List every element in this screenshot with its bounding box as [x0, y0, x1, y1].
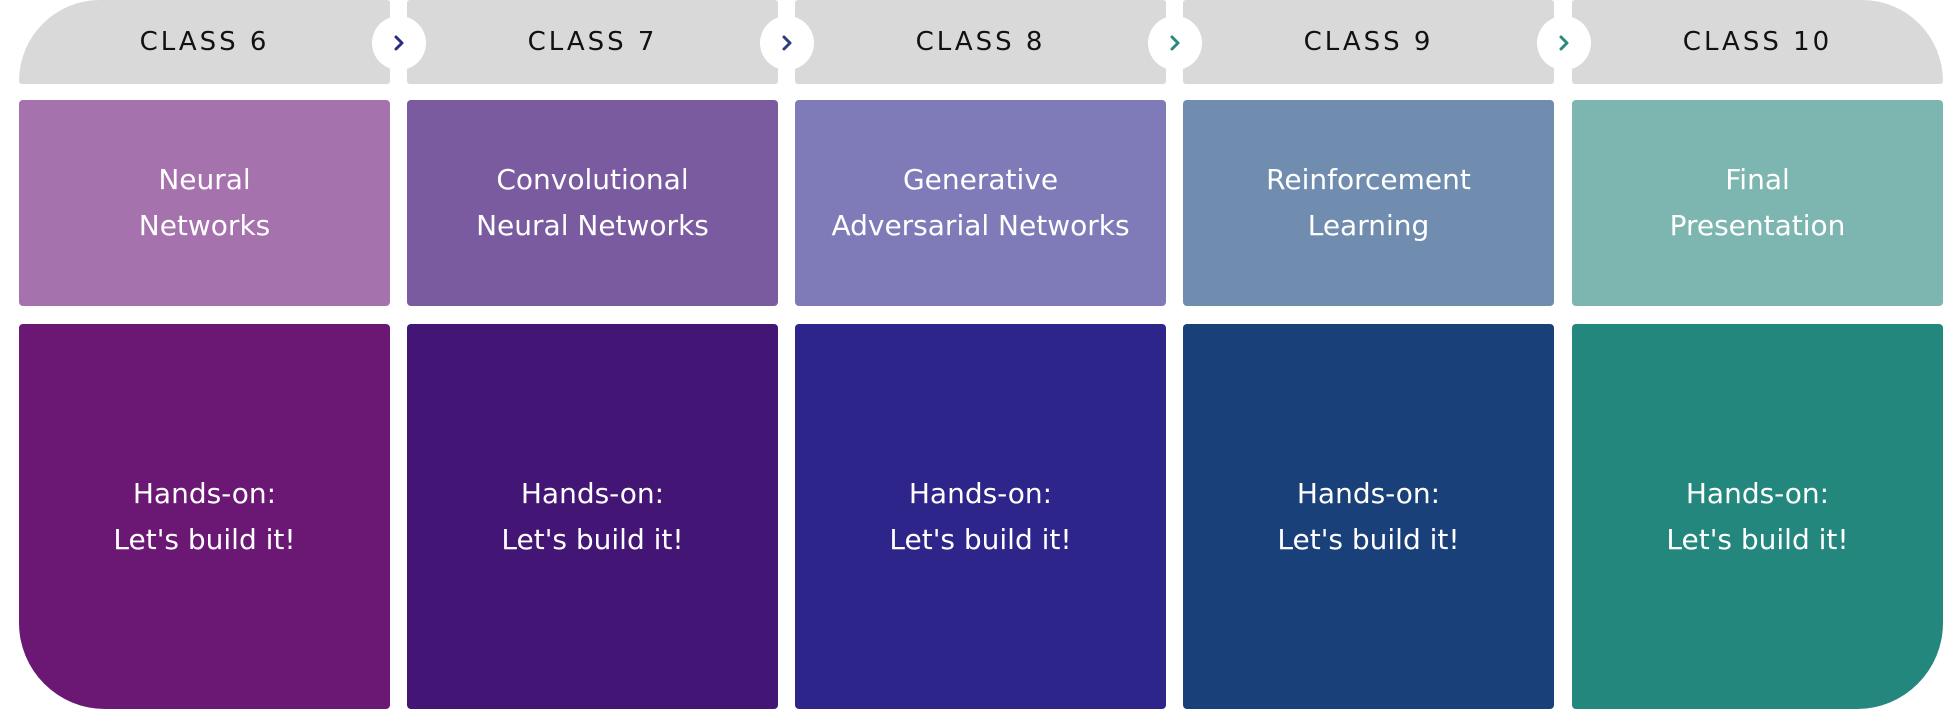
- hands-on-card: Hands-on: Let's build it!: [1183, 324, 1554, 709]
- topic-line: Neural: [158, 163, 251, 196]
- hands-on-line: Hands-on:: [1685, 476, 1830, 510]
- topic-card: Reinforcement Learning: [1183, 100, 1554, 306]
- chevron-right-icon: [1537, 16, 1591, 70]
- hands-on-card: Hands-on: Let's build it!: [19, 324, 390, 709]
- topic-line: Presentation: [1669, 209, 1846, 242]
- class-header: CLASS 8: [795, 0, 1166, 84]
- topic-card: Neural Networks: [19, 100, 390, 306]
- class-header: CLASS 7: [407, 0, 778, 84]
- hands-on-line: Let's build it!: [889, 522, 1072, 556]
- topic-line: Networks: [138, 209, 271, 242]
- topic-line: Final: [1725, 163, 1790, 196]
- hands-on-card: Hands-on: Let's build it!: [795, 324, 1166, 709]
- hands-on-line: Let's build it!: [501, 522, 684, 556]
- hands-on-card: Hands-on: Let's build it!: [407, 324, 778, 709]
- topic-line: Convolutional: [496, 163, 689, 196]
- hands-on-line: Hands-on:: [132, 476, 277, 510]
- hands-on-card: Hands-on: Let's build it!: [1572, 324, 1943, 709]
- class-header: CLASS 9: [1183, 0, 1554, 84]
- chevron-right-icon: [372, 16, 426, 70]
- hands-on-line: Let's build it!: [1277, 522, 1460, 556]
- topic-line: Generative: [902, 163, 1059, 196]
- hands-on-line: Hands-on:: [1296, 476, 1441, 510]
- hands-on-line: Let's build it!: [113, 522, 296, 556]
- chevron-right-icon: [1148, 16, 1202, 70]
- chevron-right-icon: [760, 16, 814, 70]
- class-header: CLASS 6: [19, 0, 390, 84]
- topic-line: Reinforcement: [1266, 163, 1471, 196]
- topic-card: Convolutional Neural Networks: [407, 100, 778, 306]
- topic-line: Adversarial Networks: [831, 209, 1130, 242]
- hands-on-line: Hands-on:: [908, 476, 1053, 510]
- topic-card: Generative Adversarial Networks: [795, 100, 1166, 306]
- topic-line: Learning: [1307, 209, 1430, 242]
- topic-card: Final Presentation: [1572, 100, 1943, 306]
- hands-on-line: Hands-on:: [520, 476, 665, 510]
- topic-line: Neural Networks: [476, 209, 709, 242]
- class-header: CLASS 10: [1572, 0, 1943, 84]
- hands-on-line: Let's build it!: [1666, 522, 1849, 556]
